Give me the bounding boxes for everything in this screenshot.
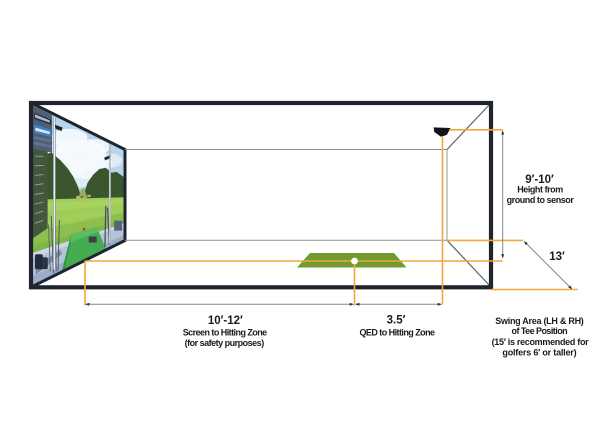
svg-text:QED to Hitting Zone: QED to Hitting Zone xyxy=(359,328,435,338)
svg-text:(for safety purposes): (for safety purposes) xyxy=(185,338,265,348)
svg-text:(15′ is recommended for: (15′ is recommended for xyxy=(492,337,590,347)
svg-text:9′-10′: 9′-10′ xyxy=(525,174,554,186)
svg-text:3.5′: 3.5′ xyxy=(387,315,406,327)
svg-text:Height from: Height from xyxy=(517,184,563,194)
svg-text:of Tee Position: of Tee Position xyxy=(512,326,568,336)
svg-text:golfers 6′ or taller): golfers 6′ or taller) xyxy=(502,347,576,357)
svg-text:Screen to Hitting Zone: Screen to Hitting Zone xyxy=(183,328,267,338)
svg-text:13′: 13′ xyxy=(549,251,565,263)
svg-text:ground to sensor: ground to sensor xyxy=(507,195,575,205)
svg-text:Swing Area (LH & RH): Swing Area (LH & RH) xyxy=(495,316,584,326)
svg-text:10′-12′: 10′-12′ xyxy=(208,315,243,327)
